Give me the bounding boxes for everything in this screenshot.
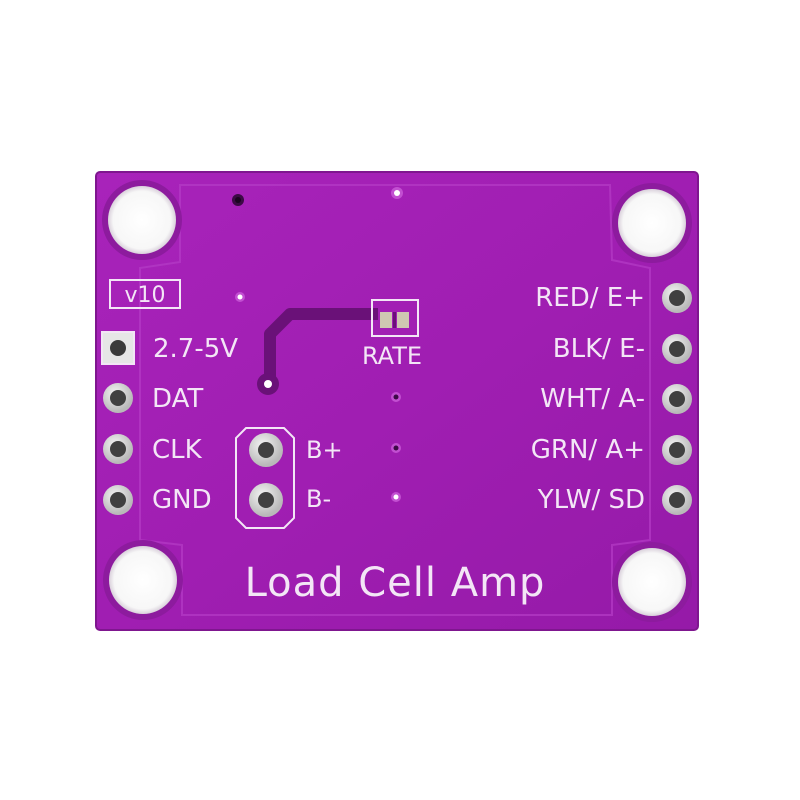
vias bbox=[232, 187, 403, 502]
pin-label-clk: CLK bbox=[152, 435, 203, 465]
bridge-pads bbox=[235, 427, 295, 529]
power-label: 2.7-5V bbox=[153, 334, 238, 364]
rate-jumper bbox=[371, 299, 419, 337]
pin-label-ylw-sd: YLW/ SD bbox=[537, 485, 645, 515]
mounting-holes bbox=[102, 180, 692, 622]
right-header bbox=[662, 283, 692, 515]
pin-label-gnd: GND bbox=[152, 485, 212, 515]
left-header bbox=[101, 331, 135, 515]
rate-label: RATE bbox=[362, 342, 422, 370]
pin-label-dat: DAT bbox=[152, 384, 203, 414]
pin-label-wht-a-minus: WHT/ A- bbox=[540, 384, 645, 414]
board-title: Load Cell Amp bbox=[245, 560, 546, 606]
copper-pour-outline bbox=[139, 184, 651, 616]
bridge-label-b-minus: B- bbox=[306, 485, 331, 513]
pin-label-blk-e-minus: BLK/ E- bbox=[553, 334, 645, 364]
pin-label-red-e-plus: RED/ E+ bbox=[535, 283, 645, 313]
version-label: v10 bbox=[124, 283, 165, 308]
pin-label-grn-a-plus: GRN/ A+ bbox=[531, 435, 645, 465]
rate-trace bbox=[264, 308, 378, 385]
version-box bbox=[109, 279, 181, 309]
bridge-label-b-plus: B+ bbox=[306, 436, 343, 464]
